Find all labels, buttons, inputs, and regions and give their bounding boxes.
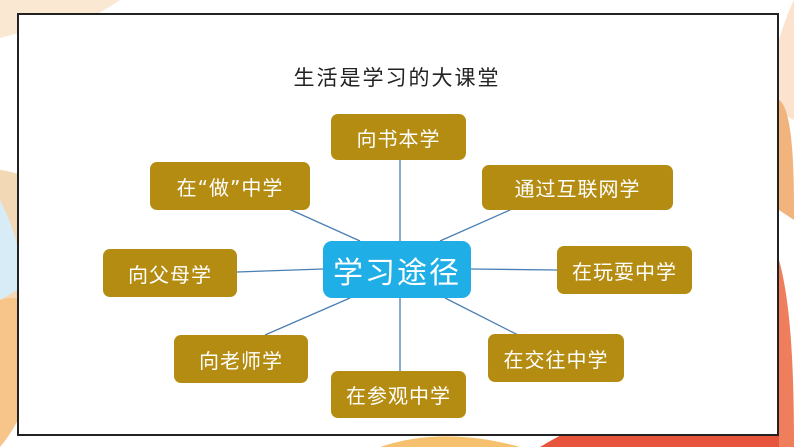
node-visit: 在参观中学 [331,371,466,418]
slide-card [17,13,779,436]
connector-parents [236,268,324,273]
center-node: 学习途径 [323,241,471,298]
node-doing: 在“做”中学 [150,162,310,210]
connector-internet [439,209,511,242]
node-teacher: 向老师学 [174,335,308,383]
node-book: 向书本学 [331,114,466,160]
connector-teacher [264,297,351,336]
node-parents: 向父母学 [103,249,237,297]
node-social: 在交往中学 [488,334,624,382]
connector-social [444,297,521,337]
slide-title: 生活是学习的大课堂 [293,66,501,90]
connector-doing [279,204,361,242]
connector-play [470,268,558,271]
node-internet: 通过互联网学 [482,165,673,210]
node-play: 在玩耍中学 [557,246,692,294]
